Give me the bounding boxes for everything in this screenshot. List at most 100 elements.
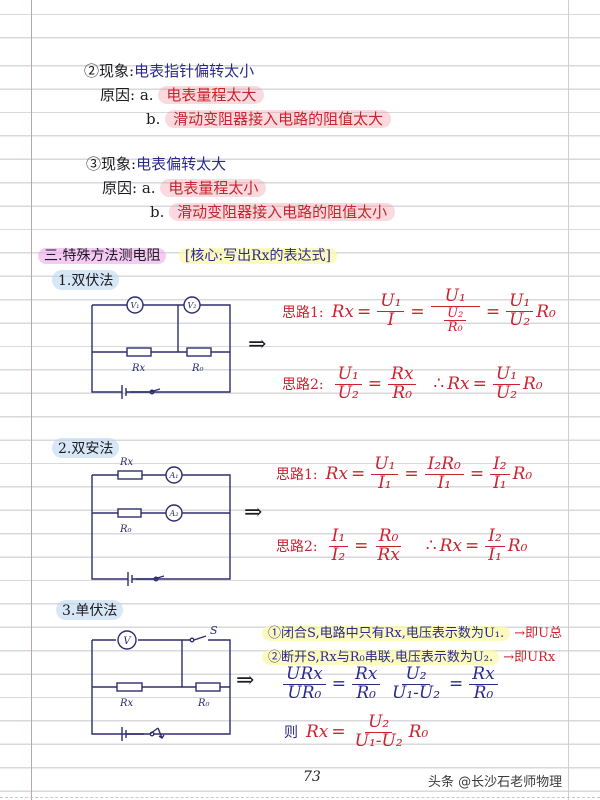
v2-label: V₂ [188,301,197,310]
frac-num: U₁ [506,292,534,313]
case3-b-text: 滑动变阻器接入电路的阻值太小 [169,203,396,221]
case2-b-marker: b. [146,110,161,128]
frac-den: U₂ [509,310,531,331]
frac-den: I₂ [331,544,346,565]
lhs: Rx [447,374,470,395]
frac-num: U₁ [430,287,480,307]
method1-circuit-diagram: V₁ V₂ Rx R₀ [91,296,231,399]
case3-cause-label: 原因: [102,179,138,197]
case3-label: ③现象:电表偏转太大 [86,153,226,174]
frac-den: R₀ [447,320,463,336]
case2-b-text: 滑动变阻器接入电路的阻值太大 [165,110,392,128]
lhs: Rx [306,722,329,743]
method3-title: 3.单伏法 [56,600,124,620]
frac-den: R₀ [392,382,413,403]
case2-cause-b: b. 滑动变阻器接入电路的阻值太大 [146,108,392,129]
frac-den: I₁ [488,544,502,565]
a1-label: A₁ [169,471,179,480]
step1-result: →即U总 [514,626,563,641]
case2-phenomenon: 电表指针偏转太小 [134,62,255,80]
frac-num: Rx [469,665,498,685]
case3-label-text: ③现象: [86,155,137,173]
case3-b-marker: b. [150,203,165,221]
frac-num: Rx [351,665,381,685]
frac-den: I₁ [437,472,452,493]
section-three-core: [核心:写出Rx的表达式] [178,248,337,264]
r0-label: R₀ [191,363,204,374]
method2-circuit-diagram: A₁ A₂ Rx R₀ [91,457,231,586]
rx-label: Rx [119,698,134,709]
frac-num: I₂ [485,527,505,547]
step1-text: ①闭合S,电路中只有Rx,电压表示数为U₁. [262,626,511,641]
case3-phenomenon: 电表偏转太大 [136,155,227,173]
s-label: S [210,624,218,637]
frac-den: U₁-U₂ [392,682,441,703]
frac-den: U₂ [337,382,359,403]
therefore-symbol: ∴ [433,374,445,395]
method1-arrow-icon: ⇒ [248,332,267,357]
frac-num: U₁ [492,365,521,385]
case3-a-marker: a. [141,179,156,197]
frac-num: U₂ [444,307,467,322]
method3-step1: ①闭合S,电路中只有Rx,电压表示数为U₁. →即U总 [262,622,562,641]
tail: R₀ [507,536,528,557]
step2-result: →即URx [503,650,556,665]
frac-num: URx [283,665,326,685]
frac-num: U₁ [334,365,362,385]
r0-label: R₀ [197,698,210,709]
frac-den: Rx [377,544,400,565]
lhs: Rx [331,301,355,322]
step2-text: ②断开S,Rx与R₀串联,电压表示数为U₂. [262,650,500,665]
right-margin-line [568,0,569,800]
frac-den: R₀ [473,682,494,703]
case2-a-text: 电表量程太大 [158,86,265,104]
v1-label: V₁ [131,301,140,310]
frac-num: U₂ [365,713,393,733]
frac-den: U₂ [495,382,518,403]
section-three-title: 三.特殊方法测电阻 [38,248,167,264]
method3-circuit-diagram: V S Rx R₀ [91,624,231,741]
frac-num: I₂R₀ [424,455,464,475]
method3-arrow-icon: ⇒ [236,668,255,693]
source-watermark: 头条 @长沙石老师物理 [428,775,563,790]
left-margin-line [31,0,32,800]
tail: R₀ [408,722,429,743]
v-label: V [123,636,132,647]
case3-cause-a: 原因: a. 电表量程太小 [102,177,267,198]
rx-label: Rx [119,457,134,468]
rx-label: Rx [131,363,146,374]
bottom-divider [0,797,600,798]
tail: R₀ [512,464,533,485]
frac-den: R₀ [356,682,376,703]
tail: R₀ [523,374,543,395]
therefore-symbol: ∴ [425,536,437,557]
tail: R₀ [536,301,556,322]
case2-label-text: ②现象: [84,62,135,80]
frac-num: U₁ [371,455,399,475]
frac-num: I₁ [328,527,349,547]
case2-label: ②现象:电表指针偏转太小 [84,60,254,81]
case3-cause-b: b. 滑动变阻器接入电路的阻值太小 [150,201,396,222]
idea2-label: 思路2: [282,377,324,394]
method2-title: 2.双安法 [52,438,120,458]
case2-cause-label: 原因: [100,86,136,104]
frac-den: UR₀ [287,682,322,703]
then-label: 则 [284,725,298,742]
frac-num: R₀ [375,527,402,547]
method3-step2: ②断开S,Rx与R₀串联,电压表示数为U₂. →即URx [262,646,555,665]
frac-den: I₁ [493,472,507,493]
frac-den: I [387,310,395,331]
idea1-label: 思路1: [276,467,318,484]
method1-title: 1.双伏法 [52,270,120,290]
section-three-heading: 三.特殊方法测电阻 [核心:写出Rx的表达式] [38,245,337,265]
frac-num: Rx [388,365,417,385]
method2-arrow-icon: ⇒ [244,500,263,525]
